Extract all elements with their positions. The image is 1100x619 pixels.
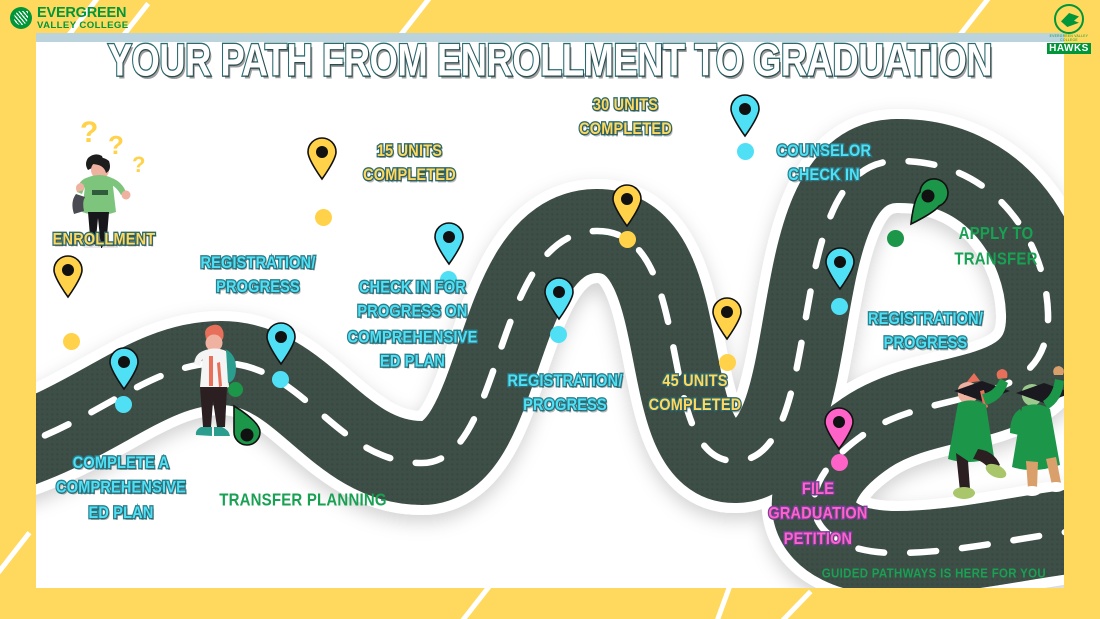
label-transfer-planning: TRANSFER PLANNING xyxy=(219,490,387,511)
label-enrollment: ENROLLMENT xyxy=(51,229,156,250)
label-registration-progress-3: REGISTRATION/ PROGRESS xyxy=(867,308,984,354)
dot-apply-to-transfer xyxy=(887,230,904,247)
dot-file-graduation-petition xyxy=(831,454,848,471)
dot-enrollment xyxy=(63,333,80,350)
svg-text:?: ? xyxy=(108,130,124,160)
winding-road-graphic xyxy=(36,109,1064,588)
logo-line-2: VALLEY COLLEGE xyxy=(37,19,129,31)
pin-registration-progress-1[interactable] xyxy=(266,322,296,366)
label-check-in-ed-plan: CHECK IN FOR PROGRESS ON COMPREHENSIVE E… xyxy=(346,277,478,373)
decor-stripe-top-right xyxy=(958,0,1007,36)
label-units-30: 30 UNITS COMPLETED xyxy=(578,94,673,140)
mascot-tagline: EVERGREEN VALLEY COLLEGE xyxy=(1049,34,1089,42)
pin-counselor-check-in[interactable] xyxy=(730,94,760,138)
dot-check-in-ed-plan xyxy=(440,271,457,288)
pin-file-graduation-petition[interactable] xyxy=(824,407,854,451)
pin-units-45[interactable] xyxy=(712,297,742,341)
decor-stripe-left-low xyxy=(0,531,32,619)
pin-units-15[interactable] xyxy=(307,137,337,181)
decor-stripe-top-mid xyxy=(398,0,447,37)
pin-registration-progress-2[interactable] xyxy=(544,277,574,321)
pin-enrollment[interactable] xyxy=(53,255,83,299)
pin-complete-ed-plan[interactable] xyxy=(109,347,139,391)
mascot-name: HAWKS xyxy=(1047,43,1091,54)
pin-registration-progress-3[interactable] xyxy=(825,247,855,291)
svg-text:?: ? xyxy=(80,116,98,149)
label-apply-to-transfer: APPLY TO TRANSFER xyxy=(954,223,1038,270)
label-registration-progress-2: REGISTRATION/ PROGRESS xyxy=(506,370,623,416)
guided-pathways-tagline: GUIDED PATHWAYS IS HERE FOR YOU xyxy=(821,567,1046,581)
label-counselor-check-in: COUNSELOR CHECK IN xyxy=(776,140,873,186)
label-units-45: 45 UNITS COMPLETED xyxy=(647,370,742,416)
hawk-head-icon xyxy=(1054,4,1084,34)
dot-registration-progress-1 xyxy=(272,371,289,388)
label-registration-progress-1: REGISTRATION/ PROGRESS xyxy=(199,252,316,298)
pin-transfer-planning[interactable] xyxy=(230,404,264,451)
evergreen-valley-college-logo: EVERGREEN VALLEY COLLEGE xyxy=(10,6,129,30)
dot-registration-progress-2 xyxy=(550,326,567,343)
student-with-question-marks: ? ? ? xyxy=(72,116,145,248)
student-walking-with-backpack xyxy=(194,324,236,436)
decor-stripe-bot-3 xyxy=(732,589,813,619)
label-file-graduation-petition: FILE GRADUATION PETITION xyxy=(767,479,868,550)
logo-line-1: EVERGREEN xyxy=(37,5,127,21)
dot-units-45 xyxy=(719,354,736,371)
label-complete-ed-plan: COMPLETE A COMPREHENSIVE ED PLAN xyxy=(55,453,187,524)
pin-units-30[interactable] xyxy=(612,184,642,228)
leaf-circle-icon xyxy=(10,7,32,30)
page-title: YOUR PATH FROM ENROLLMENT TO GRADUATION xyxy=(107,34,994,87)
dot-units-30 xyxy=(619,231,636,248)
dot-complete-ed-plan xyxy=(115,396,132,413)
dot-registration-progress-3 xyxy=(831,298,848,315)
svg-text:?: ? xyxy=(132,152,145,177)
pin-check-in-ed-plan[interactable] xyxy=(434,222,464,266)
dot-units-15 xyxy=(315,209,332,226)
label-units-15: 15 UNITS COMPLETED xyxy=(362,140,457,186)
panel-accent-band xyxy=(36,33,1064,42)
content-panel: ? ? ? xyxy=(36,33,1064,588)
graduates-celebrating xyxy=(948,366,1064,499)
hawks-mascot-logo: EVERGREEN VALLEY COLLEGE HAWKS xyxy=(1047,4,1091,54)
dot-counselor-check-in xyxy=(737,143,754,160)
dot-transfer-planning xyxy=(228,382,243,397)
pin-apply-to-transfer[interactable] xyxy=(908,178,949,226)
